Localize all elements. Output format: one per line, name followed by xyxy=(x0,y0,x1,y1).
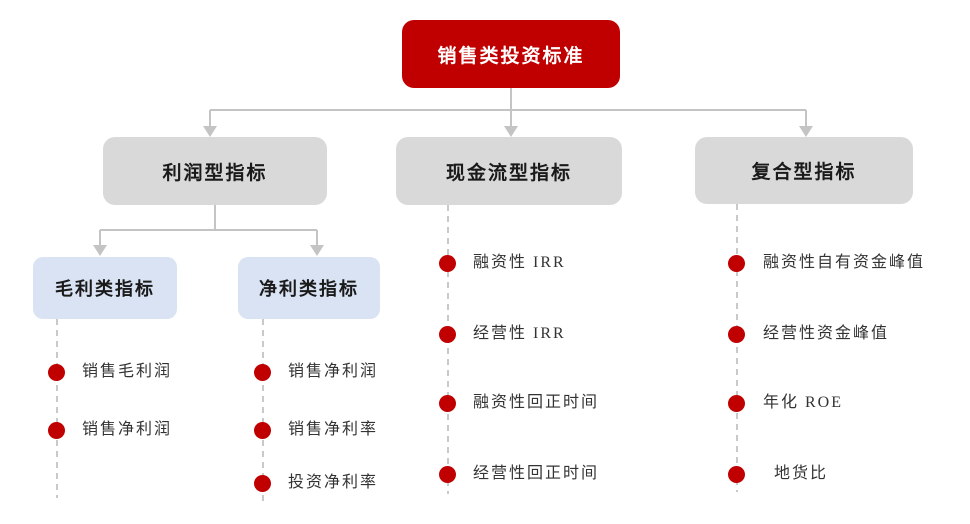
branch-node-label: 复合型指标 xyxy=(751,162,857,183)
bullet-dot xyxy=(439,466,456,483)
item-label: 投资净利率 xyxy=(288,474,379,491)
sub-node-label: 净利类指标 xyxy=(259,279,359,299)
branch-node-label: 现金流型指标 xyxy=(445,162,572,184)
item-label: 融资性自有资金峰值 xyxy=(763,254,926,271)
branch-node-cashflow: 现金流型指标 xyxy=(396,137,622,205)
branch-node-composite: 复合型指标 xyxy=(695,137,913,204)
arrowhead xyxy=(504,126,518,137)
bullet-dot xyxy=(728,255,745,272)
sub-node-net-profit: 净利类指标 xyxy=(238,257,380,319)
bullet-dot xyxy=(254,475,271,492)
sub-node-label: 毛利类指标 xyxy=(55,279,155,299)
item-label: 融资性 IRR xyxy=(473,254,566,271)
arrowhead xyxy=(93,245,107,256)
root-node: 销售类投资标准 xyxy=(402,20,620,88)
bullet-dot xyxy=(254,364,271,381)
item-label: 经营性回正时间 xyxy=(473,465,600,482)
dashed-guide-lines xyxy=(56,204,738,502)
bullet-dot xyxy=(48,364,65,381)
item-label: 年化 ROE xyxy=(763,394,844,411)
sub-node-gross-profit: 毛利类指标 xyxy=(33,257,177,319)
bullet-dot xyxy=(728,326,745,343)
item-label: 销售净利润 xyxy=(288,363,379,380)
root-node-label: 销售类投资标准 xyxy=(437,45,585,67)
bullet-dot xyxy=(48,422,65,439)
item-label: 经营性 IRR xyxy=(473,325,566,342)
arrowhead xyxy=(310,245,324,256)
bullet-dot xyxy=(728,466,745,483)
branch-node-label: 利润型指标 xyxy=(162,162,268,184)
item-label: 销售净利率 xyxy=(288,421,379,438)
bullet-dot xyxy=(728,395,745,412)
branch-node-profit: 利润型指标 xyxy=(103,137,327,205)
bullet-dot xyxy=(254,422,271,439)
bullet-dot xyxy=(439,326,456,343)
item-label: 经营性资金峰值 xyxy=(763,325,890,342)
arrowhead xyxy=(203,126,217,137)
item-label: 地货比 xyxy=(774,465,829,482)
arrowhead xyxy=(799,126,813,137)
item-label: 融资性回正时间 xyxy=(473,394,600,411)
item-label: 销售净利润 xyxy=(82,421,173,438)
item-label: 销售毛利润 xyxy=(82,363,173,380)
bullet-dot xyxy=(439,395,456,412)
bullet-dot xyxy=(439,255,456,272)
